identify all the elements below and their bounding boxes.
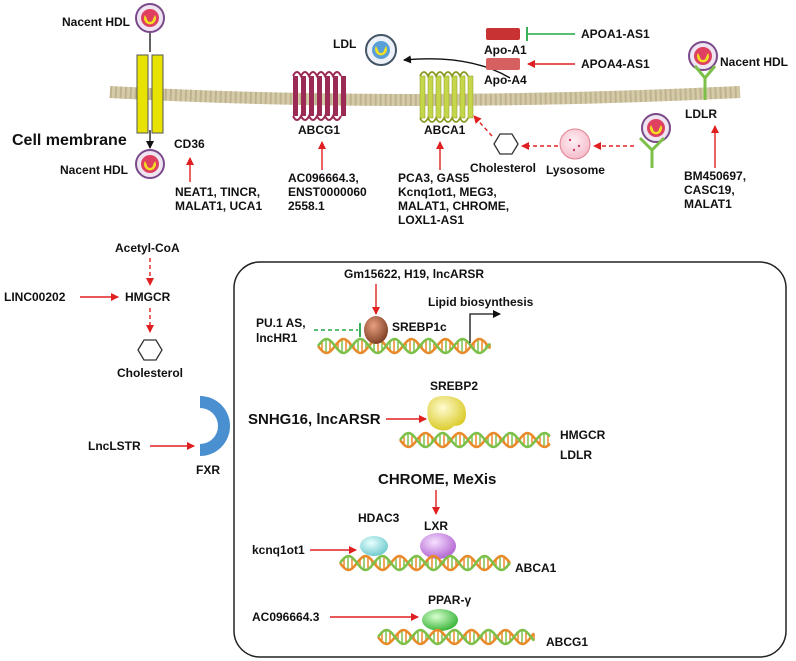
lysosome-icon: [559, 128, 591, 160]
ldlr-regulators: BM450697, CASC19, MALAT1: [684, 169, 749, 211]
apo-a1-protein: [486, 28, 520, 40]
hdac3-protein: [360, 536, 388, 556]
dna-strand: [317, 337, 491, 355]
snhg16-label: SNHG16, lncARSR: [248, 411, 381, 428]
dna-helix-lxr: [339, 554, 511, 572]
srebp1c-label: SREBP1c: [392, 320, 447, 334]
internalized-ldlr: [638, 136, 666, 168]
lnclstr-label: LncLSTR: [88, 439, 141, 453]
dna-strand: [399, 431, 551, 449]
ppar-gamma-protein: [422, 609, 458, 631]
apo-a1-label: Apo-A1: [484, 43, 527, 57]
nucleus-abca1-label: ABCA1: [515, 561, 557, 575]
srebp2-label: SREBP2: [430, 379, 478, 393]
dna-strand: [339, 554, 511, 572]
dna-strand: [377, 628, 535, 646]
ldlr-receptor: [693, 65, 717, 100]
ppar-label: PPAR-γ: [428, 593, 471, 607]
srebp1c-regulators-label: Gm15622, H19, lncARSR: [344, 267, 484, 281]
dna-strand: [317, 337, 491, 355]
abcg1-label: ABCG1: [298, 123, 340, 137]
fxr-receptor-icon: [200, 396, 230, 456]
hdl-channel: [136, 54, 164, 134]
nucleus-abcg1-label: ABCG1: [546, 635, 588, 649]
nacent-hdl-bottom-label: Nacent HDL: [60, 163, 128, 177]
lxr-protein: [420, 533, 456, 559]
abcg1-transporter: [292, 71, 346, 121]
dna-helix-ppar: [377, 628, 535, 646]
nucleus-box: [233, 261, 787, 658]
apo-a4-label: Apo-A4: [484, 73, 527, 87]
pu1-as-label: PU.1 AS, lncHR1: [256, 316, 309, 345]
apoa1-as1-label: APOA1-AS1: [581, 27, 650, 41]
dna-helix-srebp2: [399, 431, 551, 449]
cd36-label: CD36: [174, 137, 205, 151]
lxr-label: LXR: [424, 519, 448, 533]
nucleus-ldlr-label: LDLR: [560, 448, 592, 462]
apoa4-as1-label: APOA4-AS1: [581, 57, 650, 71]
abca1-regulators: PCA3, GAS5 Kcnq1ot1, MEG3, MALAT1, CHROM…: [398, 171, 512, 227]
ldl-label: LDL: [333, 37, 356, 51]
ldlr-label: LDLR: [685, 107, 717, 121]
hmgcr-label: HMGCR: [125, 290, 171, 304]
internalized-hdl-icon: [641, 113, 671, 143]
cholesterol-hexagon-icon: [493, 133, 519, 155]
cytoplasm-cholesterol-hexagon-icon: [137, 339, 163, 361]
kcnq1ot1-label: kcnq1ot1: [252, 543, 305, 557]
abcg1-regulators: AC096664.3, ENST0000060 2558.1: [288, 171, 370, 213]
cd36-regulators: NEAT1, TINCR, MALAT1, UCA1: [175, 185, 263, 213]
acetyl-coa-label: Acetyl-CoA: [115, 241, 180, 255]
ldl-efflux-arrow: [403, 55, 511, 79]
fxr-label: FXR: [196, 463, 220, 477]
lysosome-label: Lysosome: [546, 163, 605, 177]
srebp2-protein: [427, 396, 466, 431]
nacent-hdl-right-label: Nacent HDL: [720, 55, 788, 69]
nacent-hdl-top-icon: [135, 3, 165, 33]
nacent-hdl-top-label: Nacent HDL: [62, 15, 130, 29]
nucleus-hmgcr-label: HMGCR: [560, 428, 606, 442]
cell-membrane: [109, 86, 741, 106]
linc00202-label: LINC00202: [4, 290, 66, 304]
hdac3-label: HDAC3: [358, 511, 400, 525]
dna-strand: [399, 431, 551, 449]
ac096664-label: AC096664.3: [252, 610, 320, 624]
dna-strand: [377, 628, 535, 646]
abca1-label: ABCA1: [424, 123, 466, 137]
lipid-biosynthesis-arrow: [469, 310, 501, 343]
cell-membrane-label: Cell membrane: [12, 132, 127, 149]
dna-helix-srebp1c: [317, 337, 491, 355]
chrome-mexis-label: CHROME, MeXis: [378, 471, 496, 488]
apo-a4-protein: [486, 58, 520, 70]
abca1-transporter: [419, 71, 474, 123]
lipid-biosynthesis-label: Lipid biosynthesis: [428, 295, 534, 309]
cholesterol-label: Cholesterol: [470, 161, 536, 175]
ldl-particle-icon: [365, 34, 397, 66]
cholesterol-to-abca1-arrow: [473, 115, 493, 137]
nacent-hdl-bottom-icon: [135, 149, 165, 179]
cytoplasm-cholesterol-label: Cholesterol: [117, 366, 183, 380]
nacent-hdl-right-icon: [688, 41, 718, 71]
srebp1c-protein: [364, 316, 388, 344]
